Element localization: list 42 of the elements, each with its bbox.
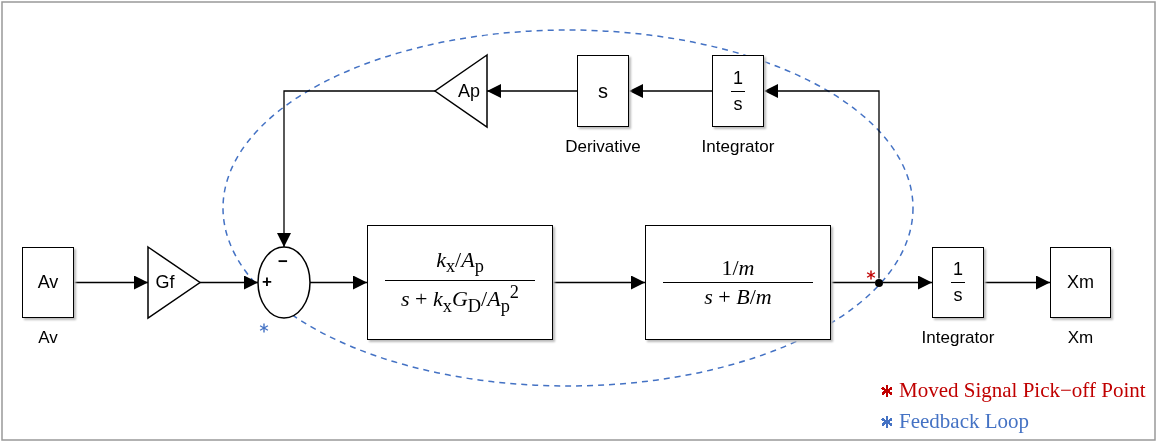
signal-arrow — [628, 84, 713, 98]
transfer-function-block — [367, 225, 553, 340]
derivative-block — [577, 55, 629, 127]
signal-arrow — [199, 275, 259, 290]
signal-arrow — [73, 275, 149, 290]
block-label: Av — [37, 273, 59, 292]
sign-label: − — [278, 253, 288, 271]
legend-text: Feedback Loop — [899, 409, 1030, 434]
signal-arrow — [552, 275, 646, 290]
signal-arrow — [277, 90, 436, 248]
signal-line — [830, 281, 876, 284]
block-caption: Av — [38, 328, 58, 348]
numerator: 1 — [953, 260, 963, 279]
block-label: Xm — [1067, 273, 1094, 292]
integrator-block — [932, 247, 984, 318]
gain-triangle — [148, 247, 200, 318]
transfer-function-block — [645, 225, 831, 340]
pickoff-point — [875, 278, 883, 287]
block-caption: Integrator — [921, 328, 995, 348]
legend-text: Moved Signal Pick−off Point — [899, 378, 1146, 403]
block-caption: Integrator — [701, 137, 775, 157]
sign-label: + — [262, 273, 272, 291]
output-block — [1050, 247, 1111, 318]
block-label: Ap — [458, 81, 480, 101]
numerator: 1 — [733, 68, 743, 88]
signal-arrow — [486, 84, 578, 98]
block-caption: Xm — [1067, 328, 1094, 348]
block-caption: Derivative — [565, 137, 641, 157]
sum-junction — [258, 247, 310, 318]
block-label: s — [598, 80, 608, 102]
numerator: 1/m — [721, 254, 755, 281]
signal-arrow — [882, 275, 933, 290]
signal-arrow — [763, 84, 880, 280]
signal-arrow — [983, 275, 1051, 290]
denominator: s + B/m — [704, 284, 772, 311]
integrator-block — [712, 55, 764, 127]
denominator: s — [733, 94, 743, 114]
block-label: Gf — [155, 273, 175, 292]
source-block — [22, 247, 74, 318]
numerator: k$_{x}$/A$_{p}$ — [436, 247, 484, 279]
gain-triangle — [435, 55, 487, 127]
denominator: s — [953, 286, 963, 305]
